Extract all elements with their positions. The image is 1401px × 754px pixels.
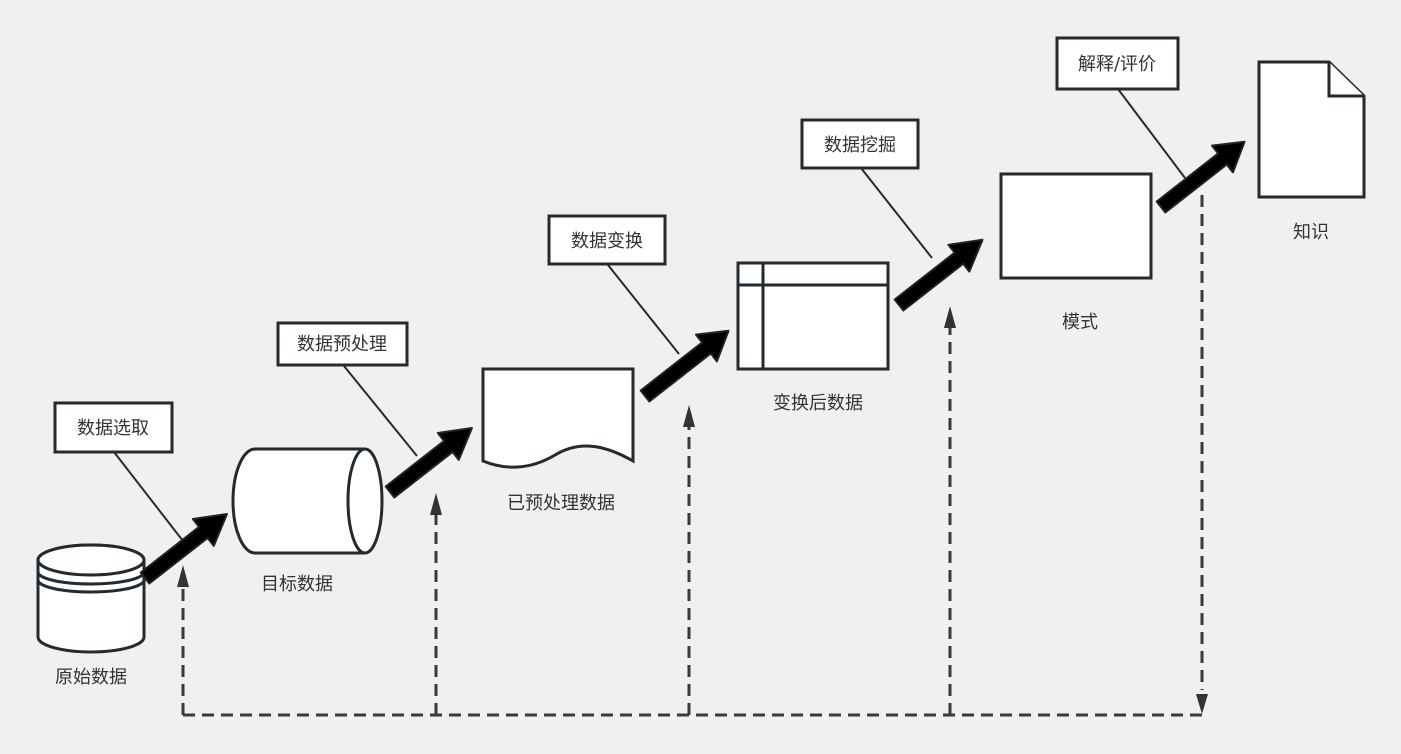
horizontal-cylinder-icon (231, 447, 365, 555)
svg-text:知识: 知识 (1293, 222, 1329, 243)
leader-line-4 (860, 167, 933, 259)
step-label-preprocessing: 数据预处理 (276, 321, 409, 367)
svg-text:数据变换: 数据变换 (571, 231, 643, 252)
process-arrows (139, 140, 1246, 585)
svg-text:变换后数据: 变换后数据 (773, 393, 863, 414)
arrowhead-down (1196, 694, 1208, 714)
rectangle-icon (999, 172, 1153, 280)
node-knowledge: 知识 (1257, 60, 1366, 243)
process-arrow-2 (384, 426, 473, 499)
node-patterns: 模式 (999, 172, 1153, 333)
svg-text:数据预处理: 数据预处理 (297, 334, 387, 355)
svg-text:数据选取: 数据选取 (77, 418, 149, 439)
svg-text:数据挖掘: 数据挖掘 (824, 135, 896, 156)
process-arrow-5 (1155, 140, 1246, 214)
leader-line-1 (113, 451, 184, 542)
svg-text:已预处理数据: 已预处理数据 (507, 493, 615, 514)
node-raw-data: 原始数据 (36, 543, 146, 688)
svg-text:解释/评价: 解释/评价 (1078, 54, 1156, 75)
step-label-transformation: 数据变换 (547, 214, 667, 266)
node-transformed-data: 变换后数据 (736, 261, 890, 414)
step-label-interpretation: 解释/评价 (1055, 36, 1180, 91)
feedback-loop (177, 195, 1208, 717)
leader-line-2 (343, 365, 418, 457)
document-icon (481, 367, 635, 469)
svg-text:模式: 模式 (1062, 312, 1098, 333)
arrowhead-up-3 (683, 405, 695, 427)
node-preprocessed-data: 已预处理数据 (481, 367, 635, 514)
svg-text:目标数据: 目标数据 (261, 574, 333, 595)
table-icon (736, 261, 890, 371)
process-arrow-4 (893, 238, 984, 312)
leader-line-5 (1117, 88, 1186, 179)
arrowhead-up-2 (430, 493, 442, 515)
arrowhead-up-1 (177, 565, 189, 587)
leader-line-3 (607, 264, 680, 355)
process-arrow-1 (139, 512, 228, 585)
step-label-selection: 数据选取 (53, 401, 174, 454)
arrowhead-up-4 (944, 306, 956, 328)
svg-text:原始数据: 原始数据 (55, 667, 127, 688)
step-label-mining: 数据挖掘 (800, 118, 920, 170)
node-target-data: 目标数据 (231, 447, 384, 595)
process-arrow-3 (639, 329, 730, 403)
